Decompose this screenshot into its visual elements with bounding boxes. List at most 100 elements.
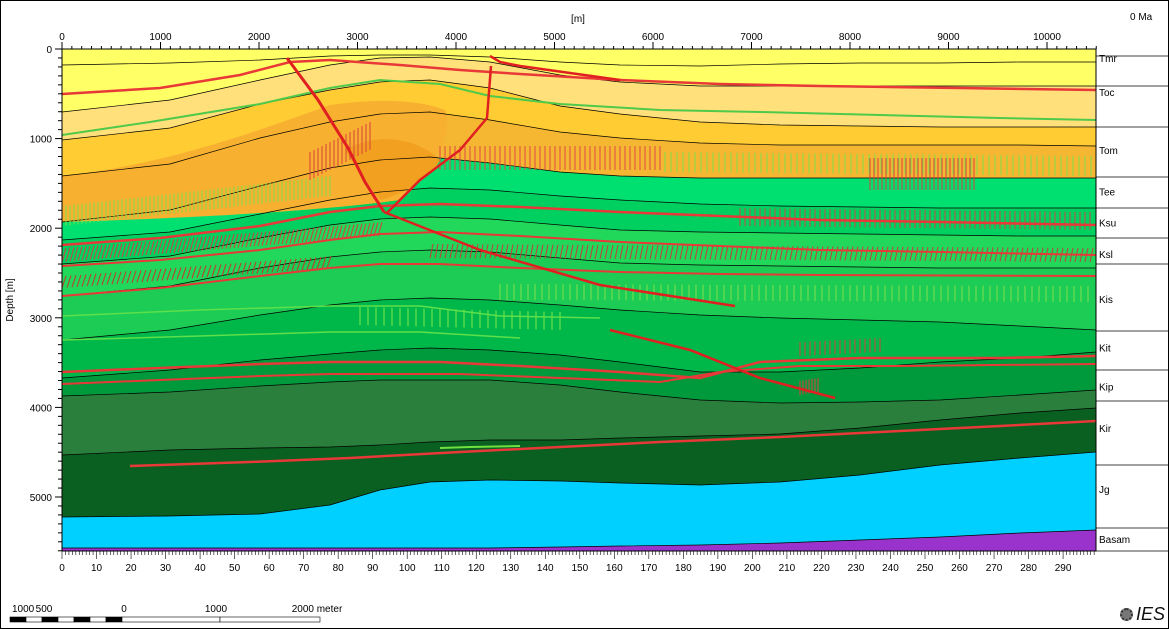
migration-vector xyxy=(321,256,327,269)
formation-label: Kis xyxy=(1099,295,1113,306)
migration-vector xyxy=(844,246,849,261)
migration-vector xyxy=(1009,247,1014,262)
migration-vector xyxy=(189,237,195,252)
x-tick-label: 2000 xyxy=(248,32,271,43)
migration-vector xyxy=(694,245,699,260)
scale-bar-segment xyxy=(57,616,75,623)
migration-vector xyxy=(564,244,569,259)
migration-vector xyxy=(529,244,534,259)
migration-vector xyxy=(73,246,79,262)
formation-layer xyxy=(62,380,1096,455)
migration-vector xyxy=(101,244,107,259)
migration-vector xyxy=(316,256,322,270)
migration-vector xyxy=(1004,247,1009,262)
y-axis-label: Depth [m] xyxy=(5,278,16,322)
migration-vector xyxy=(96,273,102,286)
migration-vector xyxy=(101,272,107,286)
y-tick-label: 0 xyxy=(46,45,52,56)
ies-logo: IES xyxy=(1119,604,1165,625)
cell-tick-label: 90 xyxy=(367,563,379,574)
x-tick-label: 5000 xyxy=(543,32,566,43)
y-tick-label: 4000 xyxy=(30,403,53,414)
migration-vector xyxy=(301,228,307,243)
migration-vector xyxy=(579,244,584,260)
migration-vector xyxy=(71,275,77,288)
migration-vector xyxy=(934,246,939,262)
cell-tick-label: 200 xyxy=(744,563,761,574)
formation-label: Toc xyxy=(1099,88,1115,99)
migration-vector xyxy=(213,235,219,250)
migration-vector xyxy=(313,227,319,242)
migration-vector xyxy=(171,267,177,280)
migration-vector xyxy=(504,244,509,259)
migration-vector xyxy=(357,223,363,238)
cell-tick-label: 140 xyxy=(537,563,554,574)
migration-vector xyxy=(999,247,1004,262)
migration-vector xyxy=(257,231,263,247)
x-tick-label: 6000 xyxy=(642,32,665,43)
formation-layer xyxy=(62,452,1096,548)
migration-vector xyxy=(874,246,879,261)
migration-vector xyxy=(131,270,137,283)
migration-vector xyxy=(301,257,307,271)
migration-vector xyxy=(285,229,291,244)
migration-vector xyxy=(664,245,669,260)
scale-bar-segment xyxy=(219,616,321,623)
cell-tick-label: 180 xyxy=(675,563,692,574)
cell-tick-label: 250 xyxy=(917,563,934,574)
cell-tick-label: 290 xyxy=(1055,563,1072,574)
migration-vector xyxy=(276,259,282,273)
migration-vector xyxy=(599,244,604,260)
migration-vector xyxy=(317,226,323,242)
migration-vector xyxy=(634,245,639,260)
formation-label: Basam xyxy=(1099,535,1130,546)
migration-vector xyxy=(233,233,239,249)
migration-vector xyxy=(989,247,994,262)
migration-vector xyxy=(209,235,215,251)
cell-tick-label: 20 xyxy=(125,563,137,574)
migration-vector xyxy=(221,234,227,250)
migration-vector xyxy=(62,247,67,263)
migration-vector xyxy=(206,265,212,278)
migration-vector xyxy=(166,268,172,281)
migration-path xyxy=(62,354,1096,380)
migration-vector xyxy=(181,238,187,253)
migration-vector xyxy=(109,243,115,259)
migration-vector xyxy=(614,245,619,260)
horizon-line xyxy=(62,156,1096,223)
age-label: 0 Ma xyxy=(1130,12,1153,23)
formation-label: Kir xyxy=(1099,424,1112,435)
cell-tick-label: 100 xyxy=(399,563,416,574)
scale-bar-segment xyxy=(121,616,221,623)
cell-tick-label: 220 xyxy=(813,563,830,574)
migration-vector xyxy=(121,242,127,258)
migration-vector xyxy=(151,269,157,282)
migration-vector xyxy=(744,245,749,261)
horizon-line xyxy=(62,347,1096,379)
faults xyxy=(285,54,836,400)
migration-vector xyxy=(889,246,894,261)
migration-vector xyxy=(156,268,162,282)
migration-vector xyxy=(924,246,929,262)
cell-tick-label: 110 xyxy=(434,563,450,574)
migration-vector xyxy=(76,274,82,288)
migration-vector xyxy=(909,246,914,262)
migration-vector xyxy=(321,226,327,241)
migration-vector xyxy=(724,245,729,260)
migration-vector xyxy=(549,244,554,259)
migration-vector xyxy=(914,246,919,262)
migration-path xyxy=(62,78,1096,136)
scale-bar-segment xyxy=(41,616,59,623)
migration-vector xyxy=(689,245,694,260)
horizon-line xyxy=(62,379,1096,404)
migration-vector xyxy=(165,239,171,254)
migration-vector xyxy=(325,226,331,241)
fault-line xyxy=(285,57,386,213)
cell-tick-label: 30 xyxy=(160,563,172,574)
migration-vector xyxy=(574,244,579,259)
migration-vector xyxy=(169,239,175,254)
migration-vector xyxy=(604,244,609,260)
migration-vector xyxy=(269,230,275,246)
